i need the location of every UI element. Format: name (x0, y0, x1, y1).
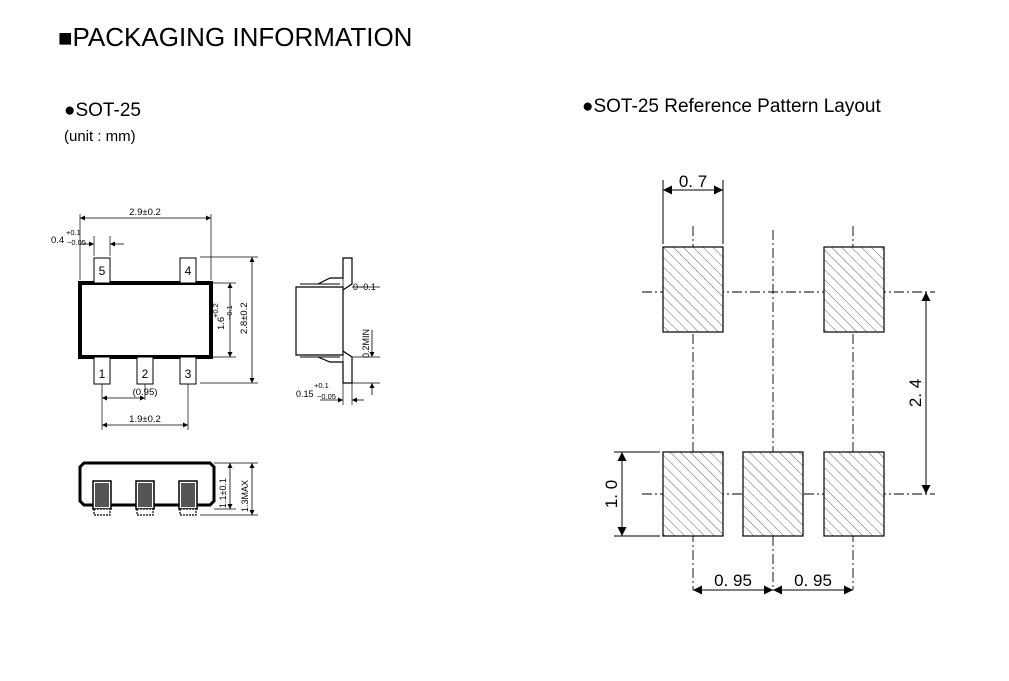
dim-max-thickness-label: 1.3MAX (240, 480, 250, 512)
pin-number-3: 3 (185, 367, 192, 381)
dim-lead-width-tol-minus: −0.05 (67, 238, 86, 247)
package-heading: ●SOT-25 (64, 100, 141, 122)
package-heading-text: SOT-25 (75, 100, 141, 121)
dim-lead-width-label: 0.4 (51, 235, 64, 246)
dim-pin-span-label: 1.9±0.2 (129, 414, 161, 425)
pad-bottom-left (662, 451, 724, 537)
row-spacing-label: 2. 4 (906, 379, 925, 407)
package-front-view (78, 461, 258, 516)
pin-5 (93, 257, 111, 284)
pad-height-label: 1. 0 (602, 480, 621, 508)
pad-bottom-center (742, 451, 804, 537)
pattern-heading: ●SOT-25 Reference Pattern Layout (582, 96, 881, 118)
dim-body-height-tol-minus: −0.1 (225, 305, 234, 320)
dim-body-height-tol-plus: +0.2 (211, 303, 220, 318)
package-side-view (295, 257, 380, 405)
dim-thickness-label: 1.1±0.1 (218, 478, 228, 508)
pad-top-left (662, 246, 724, 333)
bullet-icon: ● (64, 100, 76, 121)
pattern-dimensions (614, 180, 931, 595)
pin-number-2: 2 (142, 367, 149, 381)
dim-lead-width-tol-plus: +0.1 (66, 228, 81, 237)
pad-top-right (823, 246, 885, 333)
dim-width-label: 2.9±0.2 (129, 207, 161, 218)
pitch-left-label: 0. 95 (714, 571, 752, 590)
page-title-text: PACKAGING INFORMATION (72, 22, 413, 52)
dim-lead-thickness-tol-minus: −0.05 (317, 392, 336, 401)
dim-standoff-label: 0~0.1 (353, 282, 376, 292)
pitch-right-label: 0. 95 (794, 571, 832, 590)
bullet-icon: ● (582, 96, 594, 117)
pin-number-4: 4 (185, 264, 192, 278)
pattern-pads (662, 246, 885, 537)
package-body (78, 281, 213, 359)
dim-body-height-label: 1.6 (216, 317, 227, 330)
pattern-heading-text: SOT-25 Reference Pattern Layout (593, 96, 881, 117)
page-title: ■PACKAGING INFORMATION (58, 20, 412, 56)
pin-number-5: 5 (99, 264, 106, 278)
dim-pitch-label: (0.95) (133, 387, 158, 398)
pin-numbers: 5 4 1 2 3 (99, 264, 192, 381)
title-square-marker: ■ (58, 25, 73, 52)
dim-overall-height-label: 2.8±0.2 (239, 302, 250, 334)
pin-4 (179, 257, 197, 284)
dim-lead-thickness-tol-plus: +0.1 (314, 381, 329, 390)
dim-lead-thickness-label: 0.15 (296, 389, 314, 399)
pad-bottom-right (823, 451, 885, 537)
unit-label: (unit : mm) (64, 128, 136, 145)
dim-lead-min-label: 0.2MIN (361, 329, 371, 358)
pin-number-1: 1 (99, 367, 106, 381)
pad-width-label: 0. 7 (679, 172, 707, 191)
package-top-view (78, 214, 258, 430)
